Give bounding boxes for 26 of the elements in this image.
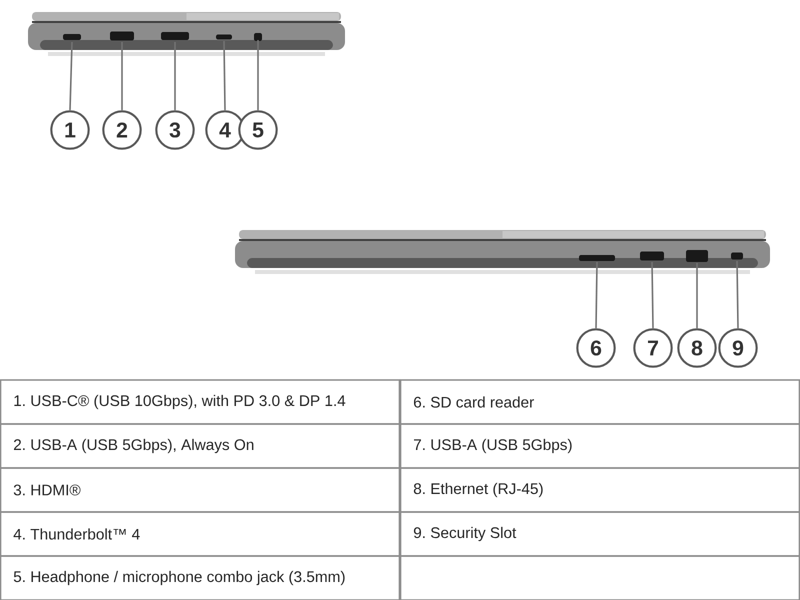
table-cell: 5. Headphone / microphone combo jack (3.5mm) [0, 555, 400, 600]
leader-line [651, 262, 654, 328]
callout-number: 6 [576, 328, 616, 368]
leader-line [69, 42, 73, 110]
table-cell: 4. Thunderbolt™ 4 [0, 511, 400, 557]
leader-line [174, 42, 176, 110]
table-cell: 3. HDMI® [0, 467, 400, 513]
callout-number: 5 [238, 110, 278, 150]
leader-line [595, 262, 598, 328]
table-cell: 6. SD card reader [400, 379, 800, 425]
leader-line [736, 260, 739, 328]
table-cell: 9. Security Slot [400, 511, 800, 557]
leader-line [696, 263, 698, 328]
callout-number: 2 [102, 110, 142, 150]
table-cell: 7. USB-A (USB 5Gbps) [400, 423, 800, 469]
leader-line [121, 42, 123, 110]
callout-number: 9 [718, 328, 758, 368]
table-cell: 1. USB-C® (USB 10Gbps), with PD 3.0 & DP 1.4 [0, 379, 400, 425]
callout-number: 3 [155, 110, 195, 150]
table-cell: 8. Ethernet (RJ-45) [400, 467, 800, 513]
callout-number: 7 [633, 328, 673, 368]
leader-line [257, 40, 259, 110]
leader-line [223, 40, 226, 110]
table-cell: 2. USB-A (USB 5Gbps), Always On [0, 423, 400, 469]
callout-number: 8 [677, 328, 717, 368]
callout-number: 1 [50, 110, 90, 150]
